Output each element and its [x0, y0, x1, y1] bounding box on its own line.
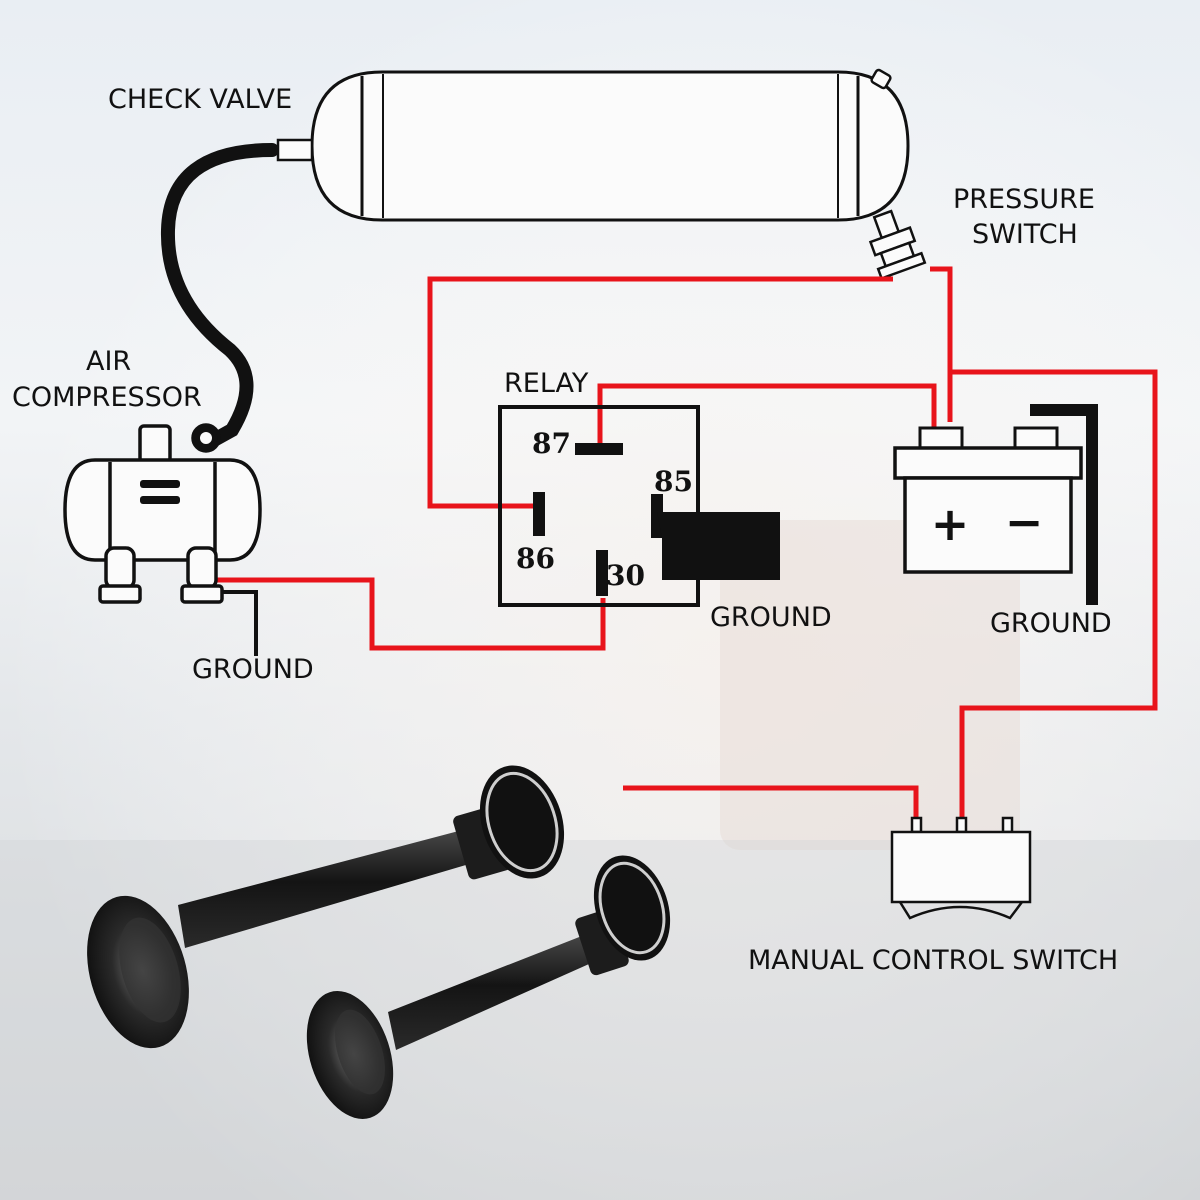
label-manual-control-switch: MANUAL CONTROL SWITCH [748, 945, 1118, 976]
label-ground-relay: GROUND [710, 602, 832, 633]
wire-battery-to-manual-switch [950, 369, 1158, 818]
battery-ground-wire [1030, 404, 1098, 605]
air-compressor [63, 423, 262, 604]
air-horn-large [87, 765, 565, 1049]
wire-relay87-to-battery [597, 383, 937, 445]
relay-terminal-87 [575, 443, 623, 455]
label-ground-battery: GROUND [990, 608, 1112, 639]
label-ground-compressor: GROUND [192, 654, 314, 685]
relay-ground-block [657, 512, 780, 580]
background-truck-shape [720, 520, 1020, 850]
air-horn-small [306, 855, 671, 1119]
label-relay: RELAY [504, 368, 589, 399]
wire-horn-to-manual-switch [623, 785, 919, 818]
compressor-ground-wire [222, 590, 258, 656]
wire-compressor-to-relay30 [215, 577, 606, 651]
battery-minus-symbol: − [1005, 495, 1044, 549]
relay-pin-30: 30 [606, 559, 645, 592]
relay-terminal-86 [533, 492, 545, 536]
label-air-compressor-line1: AIR [86, 346, 131, 377]
label-pressure-switch-line2: SWITCH [972, 219, 1078, 250]
relay-pin-87: 87 [532, 427, 571, 460]
wire-switch-to-relay86 [427, 276, 893, 509]
air-tank [310, 68, 910, 222]
relay-pin-85: 85 [654, 465, 693, 498]
relay-pin-86: 86 [516, 542, 555, 575]
battery [893, 404, 1098, 605]
relay-terminal-30 [596, 550, 608, 596]
label-check-valve: CHECK VALVE [108, 84, 292, 115]
pressure-switch [868, 209, 927, 281]
label-air-compressor-line2: COMPRESSOR [12, 382, 202, 413]
air-hose [160, 143, 279, 447]
check-valve [276, 138, 314, 162]
red-wires [215, 266, 1158, 818]
battery-plus-symbol: + [931, 497, 970, 551]
label-pressure-switch-line1: PRESSURE [953, 184, 1095, 215]
manual-control-switch [890, 816, 1032, 920]
relay [498, 405, 780, 607]
